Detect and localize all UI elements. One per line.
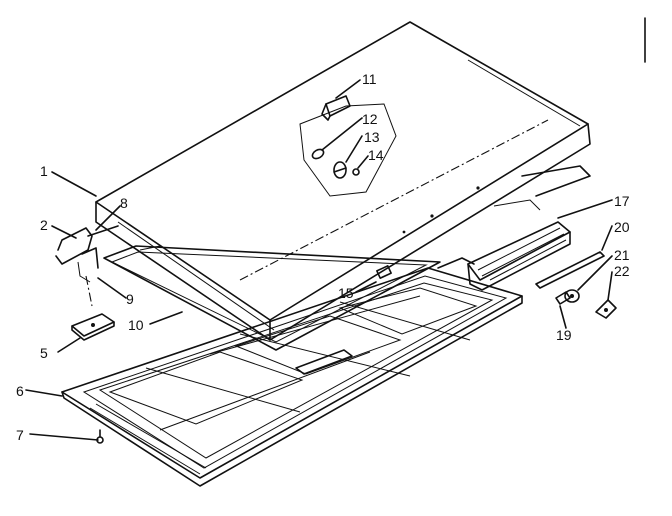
leader-lines: [25, 79, 613, 441]
callout-19: 19: [556, 327, 572, 343]
hinge-parts-2-8-9: [55, 225, 119, 307]
callout-12: 12: [362, 111, 378, 127]
gasket-part-10: [103, 245, 441, 351]
callout-6: 6: [16, 383, 24, 399]
callout-14: 14: [368, 147, 384, 163]
lock-detail-parts-11-14: [299, 95, 397, 197]
hinge-plate-part-5: [71, 313, 115, 341]
callout-8: 8: [120, 195, 128, 211]
callout-20: 20: [614, 219, 630, 235]
callout-17: 17: [614, 193, 630, 209]
bottom-panel-part-6: [61, 267, 523, 487]
hardware-parts-19-22: [535, 251, 617, 319]
callout-11: 11: [362, 71, 377, 87]
callout-21: 21: [614, 247, 630, 263]
callout-1: 1: [40, 163, 48, 179]
callout-9: 9: [126, 291, 134, 307]
hinge-cover-part-17: [437, 221, 571, 291]
callout-15: 15: [338, 285, 354, 301]
callout-22: 22: [614, 263, 630, 279]
screw-part-7: [96, 429, 104, 444]
callout-2: 2: [40, 217, 48, 233]
callout-10: 10: [128, 317, 144, 333]
callout-13: 13: [364, 129, 380, 145]
callout-labels: 1 2 5 6 7 8 9 10 11 12 13 14 15 17 19 20…: [16, 71, 630, 443]
callout-7: 7: [16, 427, 24, 443]
lid-part-1: [95, 21, 591, 341]
callout-5: 5: [40, 345, 48, 361]
